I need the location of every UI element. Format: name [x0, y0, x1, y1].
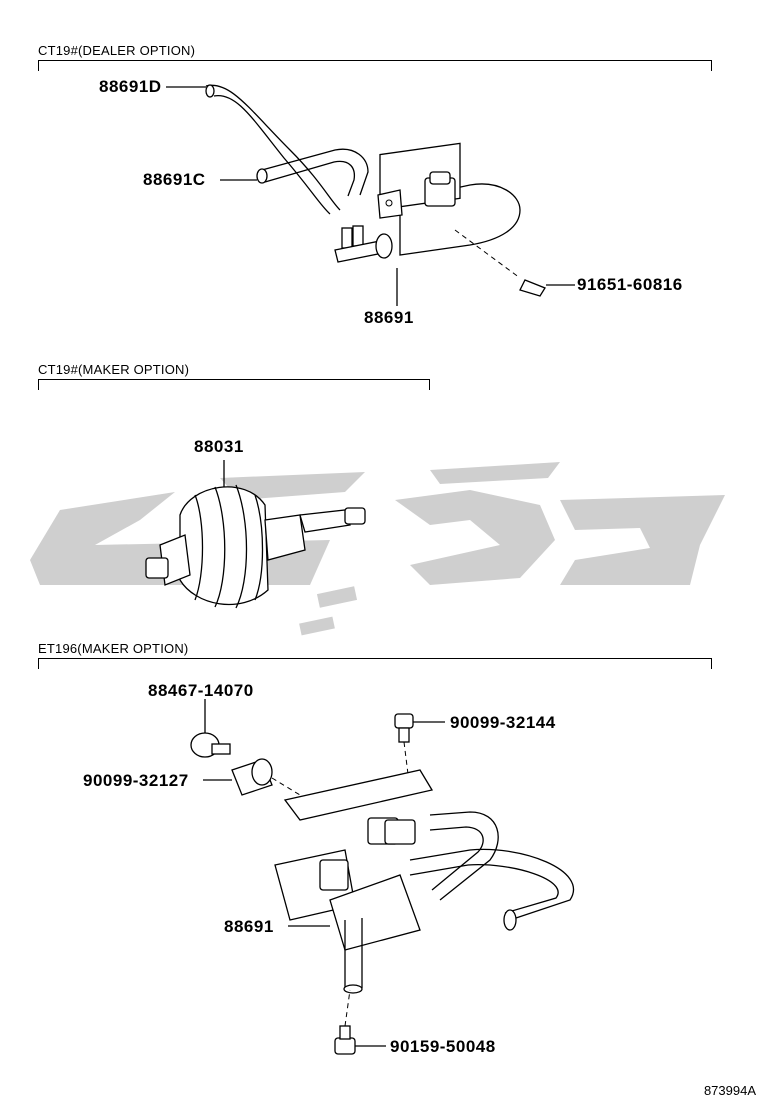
part-label-88691C: 88691C — [143, 170, 206, 189]
section-title-maker: CT19#(MAKER OPTION) — [38, 362, 190, 377]
diagram-code: 873994A — [703, 1083, 756, 1098]
part-label-88467-14070: 88467-14070 — [148, 681, 254, 700]
section-bracket-maker — [38, 379, 430, 390]
section-title-dealer: CT19#(DEALER OPTION) — [38, 43, 196, 58]
actuator-88031 — [145, 460, 366, 609]
part-label-91651-60816: 91651-60816 — [577, 275, 683, 294]
part-label-88691-bottom: 88691 — [224, 917, 274, 936]
part-label-90099-32127: 90099-32127 — [83, 771, 189, 790]
part-label-88691D: 88691D — [99, 77, 162, 96]
section-bracket-dealer — [38, 60, 712, 71]
part-label-88031: 88031 — [194, 437, 244, 456]
section-bracket-et196 — [38, 658, 712, 669]
part-label-90099-32144: 90099-32144 — [450, 713, 556, 732]
part-label-88691-top: 88691 — [364, 308, 414, 327]
part-label-90159-50048: 90159-50048 — [390, 1037, 496, 1056]
watermark-logo — [30, 462, 725, 636]
vsv-dealer-assembly — [166, 84, 575, 306]
section-title-et196: ET196(MAKER OPTION) — [38, 641, 189, 656]
vsv-et196-assembly — [190, 699, 574, 1055]
